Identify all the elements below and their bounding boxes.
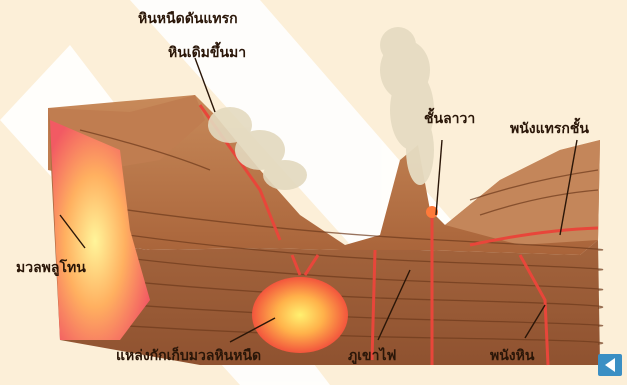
label-sill: พนังแทรกชั้น — [510, 118, 589, 140]
magma-chamber-body — [252, 277, 348, 353]
label-dike: พนังหิน — [490, 345, 534, 367]
label-original-rock: หินเดิมขึ้นมา — [168, 42, 246, 64]
label-pluton: มวลพลูโทน — [16, 257, 86, 279]
back-arrow-icon — [598, 354, 622, 376]
label-intrusive-rock: หินหนืดดันแทรก — [138, 8, 238, 30]
label-magma-chamber: แหล่งกักเก็บมวลหินหนืด — [116, 345, 261, 367]
label-volcano: ภูเขาไฟ — [348, 345, 396, 367]
label-lava-layer: ชั้นลาวา — [424, 108, 475, 130]
back-nav-button[interactable] — [598, 354, 622, 376]
